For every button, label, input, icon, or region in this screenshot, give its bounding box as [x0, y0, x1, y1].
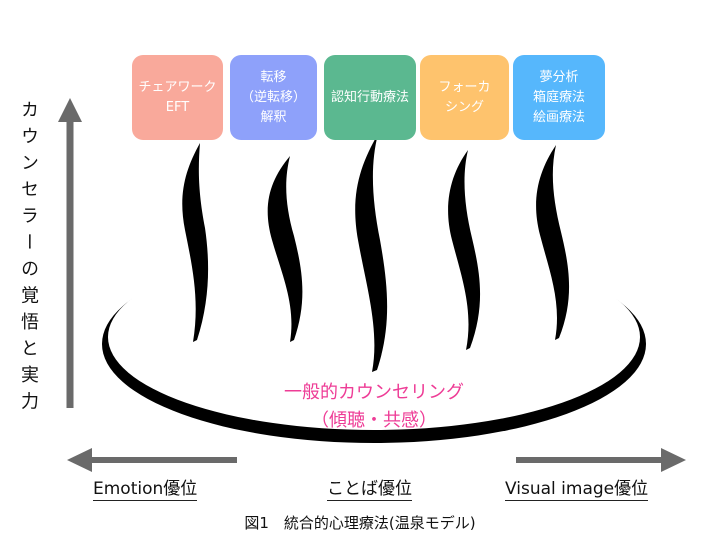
figure-caption: 図1 統合的心理療法(温泉モデル): [244, 514, 476, 532]
technique-box-cbt: 認知行動療法: [324, 55, 416, 140]
box-line: シング: [444, 99, 484, 115]
box-line: 認知行動療法: [330, 89, 409, 105]
vertical-up-arrow: [58, 98, 82, 408]
steam-stroke-4: [448, 150, 481, 350]
onsen-basin-ellipse: [102, 262, 646, 443]
box-line: 箱庭療法: [532, 89, 585, 105]
axis-label-visual-image: Visual image優位: [505, 479, 649, 501]
axis-label-emotion: Emotion優位: [93, 479, 198, 501]
vertical-axis-label: カウンセラーの覚悟と実力: [18, 100, 39, 418]
box-line: チェアワーク: [138, 79, 217, 95]
steam-stroke-3: [355, 134, 388, 372]
steam-stroke-2: [267, 156, 303, 342]
steam-stroke-5: [536, 145, 570, 340]
right-arrow: [516, 448, 686, 472]
base-label-listening-empathy: （傾聴・共感）: [311, 410, 437, 431]
steam-group: [182, 134, 570, 372]
box-line: 夢分析: [539, 69, 579, 85]
box-line: 転移: [260, 69, 287, 85]
box-line: EFT: [165, 99, 190, 115]
box-line: （逆転移）: [240, 89, 306, 105]
left-arrow: [67, 448, 237, 472]
box-line: 絵画療法: [532, 109, 585, 125]
technique-box-chair-work: チェアワーク EFT: [132, 55, 223, 140]
box-line: フォーカ: [438, 79, 491, 95]
base-label-general-counseling: 一般的カウンセリング: [284, 382, 464, 403]
technique-box-focusing: フォーカ シング: [420, 55, 509, 140]
technique-box-transference: 転移 （逆転移） 解釈: [230, 55, 317, 140]
axis-label-words: ことば優位: [327, 479, 412, 501]
steam-stroke-1: [182, 143, 209, 342]
technique-box-dream-analysis: 夢分析 箱庭療法 絵画療法: [513, 55, 605, 140]
box-line: 解釈: [260, 109, 287, 125]
